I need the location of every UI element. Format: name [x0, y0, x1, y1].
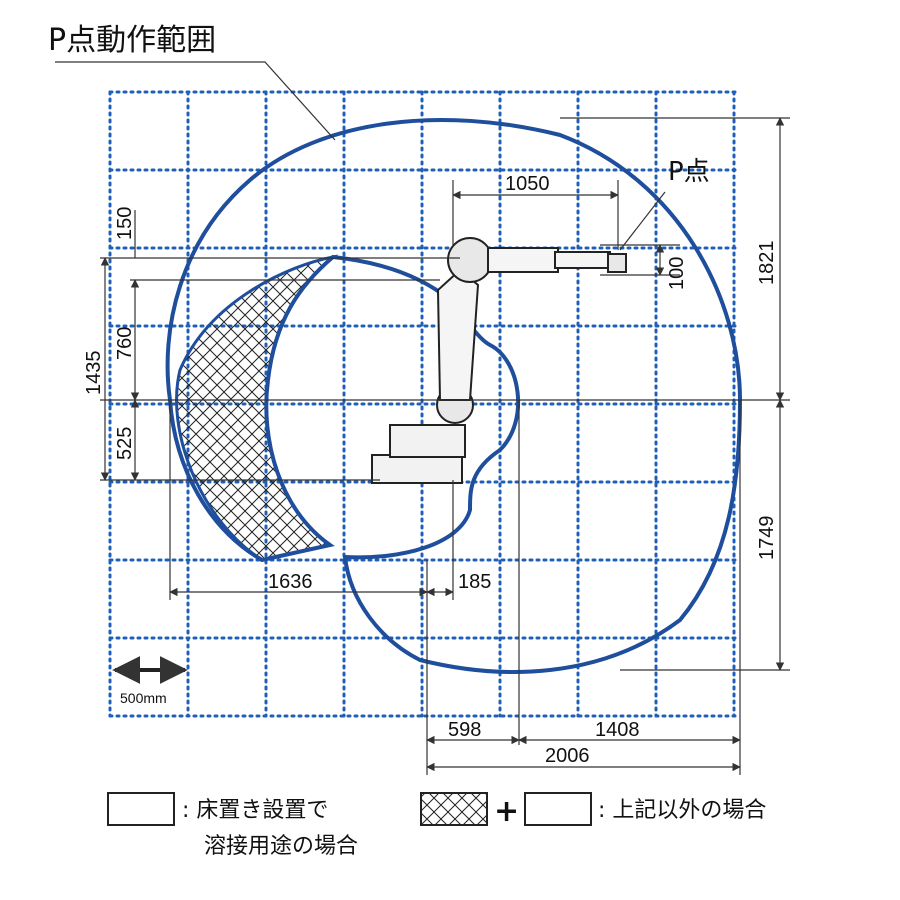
dim-598: 598: [448, 719, 481, 741]
robot-schematic: [371, 237, 627, 484]
point-label: P点: [668, 157, 710, 187]
scale-label: 500mm: [120, 690, 167, 706]
dim-150: 150: [114, 207, 136, 240]
diagram-title: P点動作範囲: [48, 23, 216, 58]
dim-1636: 1636: [268, 571, 313, 593]
dim-1050: 1050: [505, 173, 550, 195]
hatched-region: [175, 254, 339, 562]
legend-hatched-label: : 上記以外の場合: [598, 798, 766, 823]
legend-plain-swatch: [107, 792, 175, 826]
legend-hatched-swatch: [420, 792, 488, 826]
legend-plus: +: [494, 794, 519, 829]
dim-1821: 1821: [756, 241, 778, 286]
dim-1408: 1408: [595, 719, 640, 741]
dim-1749: 1749: [756, 516, 778, 561]
dim-100: 100: [666, 257, 688, 290]
dim-2006: 2006: [545, 745, 590, 767]
legend-plain-swatch-2: [524, 792, 592, 826]
scale-indicator: 500mm: [112, 656, 188, 706]
dimension-lines: [55, 61, 790, 775]
legend: : 床置き設置で 溶接用途の場合 + : 上記以外の場合: [107, 792, 766, 859]
dim-525: 525: [114, 427, 136, 460]
dim-760: 760: [114, 327, 136, 360]
legend-plain-label-line2: 溶接用途の場合: [204, 834, 358, 859]
dim-1435: 1435: [83, 351, 105, 396]
dim-185: 185: [458, 571, 491, 593]
legend-plain-label: : 床置き設置で: [182, 798, 328, 823]
